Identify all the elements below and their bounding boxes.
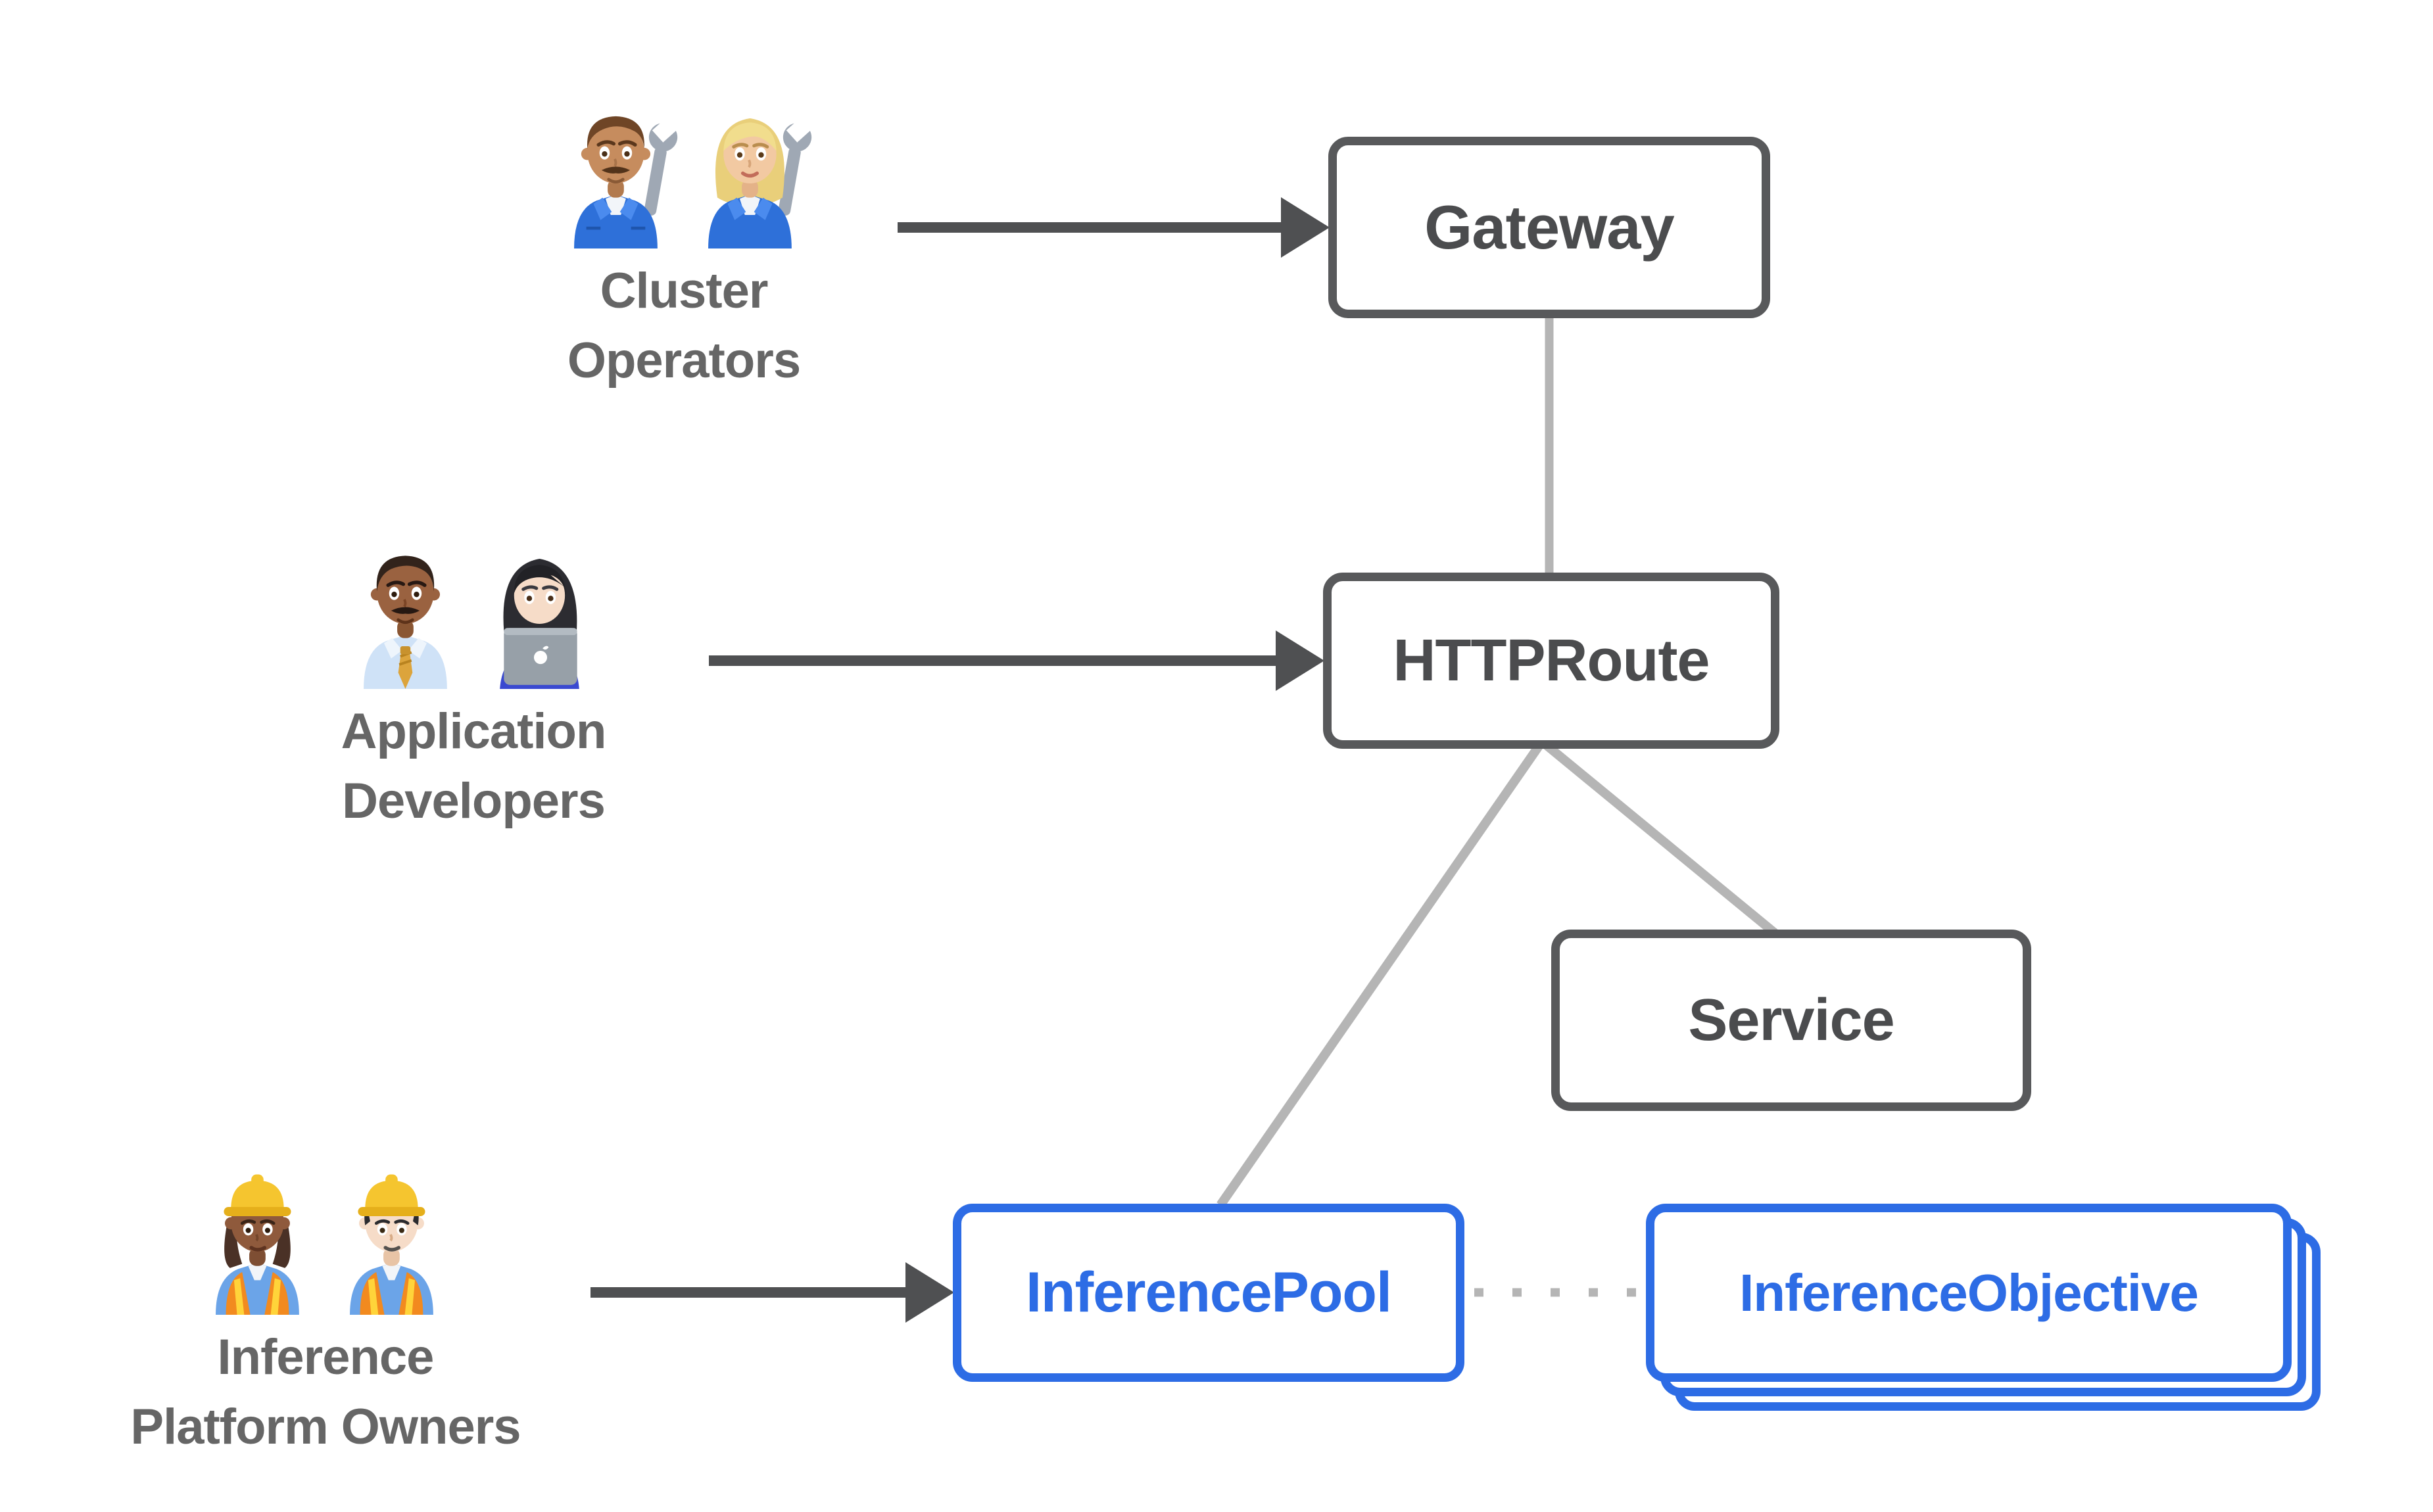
node-httproute: HTTPRoute	[1323, 573, 1779, 749]
application-developers-label: Application Developers	[341, 697, 607, 837]
inference-objective-label: InferenceObjective	[1739, 1263, 2199, 1322]
cluster-operators-label-line2: Operators	[567, 333, 801, 389]
woman-technologist-emoji	[500, 559, 579, 689]
actor-inference-platform-owners: Inference Platform Owners	[26, 1162, 625, 1463]
woman-mechanic-emoji	[708, 118, 812, 248]
man-construction-worker-emoji	[350, 1174, 433, 1315]
application-developers-label-line1: Application	[341, 703, 607, 759]
arrow-inference-platform-owners-inference-pool	[590, 1262, 954, 1323]
inference-platform-owners-label-line1: Inference	[217, 1329, 435, 1385]
edge-httproute-service	[1539, 738, 1779, 937]
inference-platform-owners-label-line2: Platform Owners	[130, 1399, 521, 1455]
service-label: Service	[1688, 987, 1894, 1053]
application-developers-emoji-row	[345, 536, 602, 689]
node-inference-objective: InferenceObjective	[1646, 1204, 2292, 1382]
node-gateway: Gateway	[1328, 137, 1770, 318]
application-developers-label-line2: Developers	[342, 773, 606, 830]
inference-platform-owners-label: Inference Platform Owners	[130, 1323, 521, 1463]
man-mechanic-emoji	[574, 116, 678, 248]
edge-httproute-inference-pool	[1216, 739, 1546, 1208]
node-inference-pool: InferencePool	[953, 1204, 1464, 1382]
httproute-label: HTTPRoute	[1393, 627, 1710, 694]
cluster-operators-label-line1: Cluster	[600, 263, 769, 319]
inference-platform-owners-emoji-row	[197, 1162, 454, 1315]
gateway-label: Gateway	[1424, 193, 1675, 262]
actor-cluster-operators: Cluster Operators	[421, 96, 947, 396]
arrow-cluster-operators-gateway	[898, 197, 1330, 258]
arrow-application-developers-httproute	[709, 630, 1324, 691]
woman-construction-worker-emoji	[216, 1174, 299, 1315]
actor-application-developers: Application Developers	[210, 536, 736, 837]
node-service: Service	[1551, 930, 2031, 1111]
man-office-worker-emoji	[364, 555, 447, 689]
cluster-operators-label: Cluster Operators	[567, 256, 801, 396]
cluster-operators-emoji-row	[556, 96, 812, 248]
inference-pool-label: InferencePool	[1026, 1261, 1392, 1324]
